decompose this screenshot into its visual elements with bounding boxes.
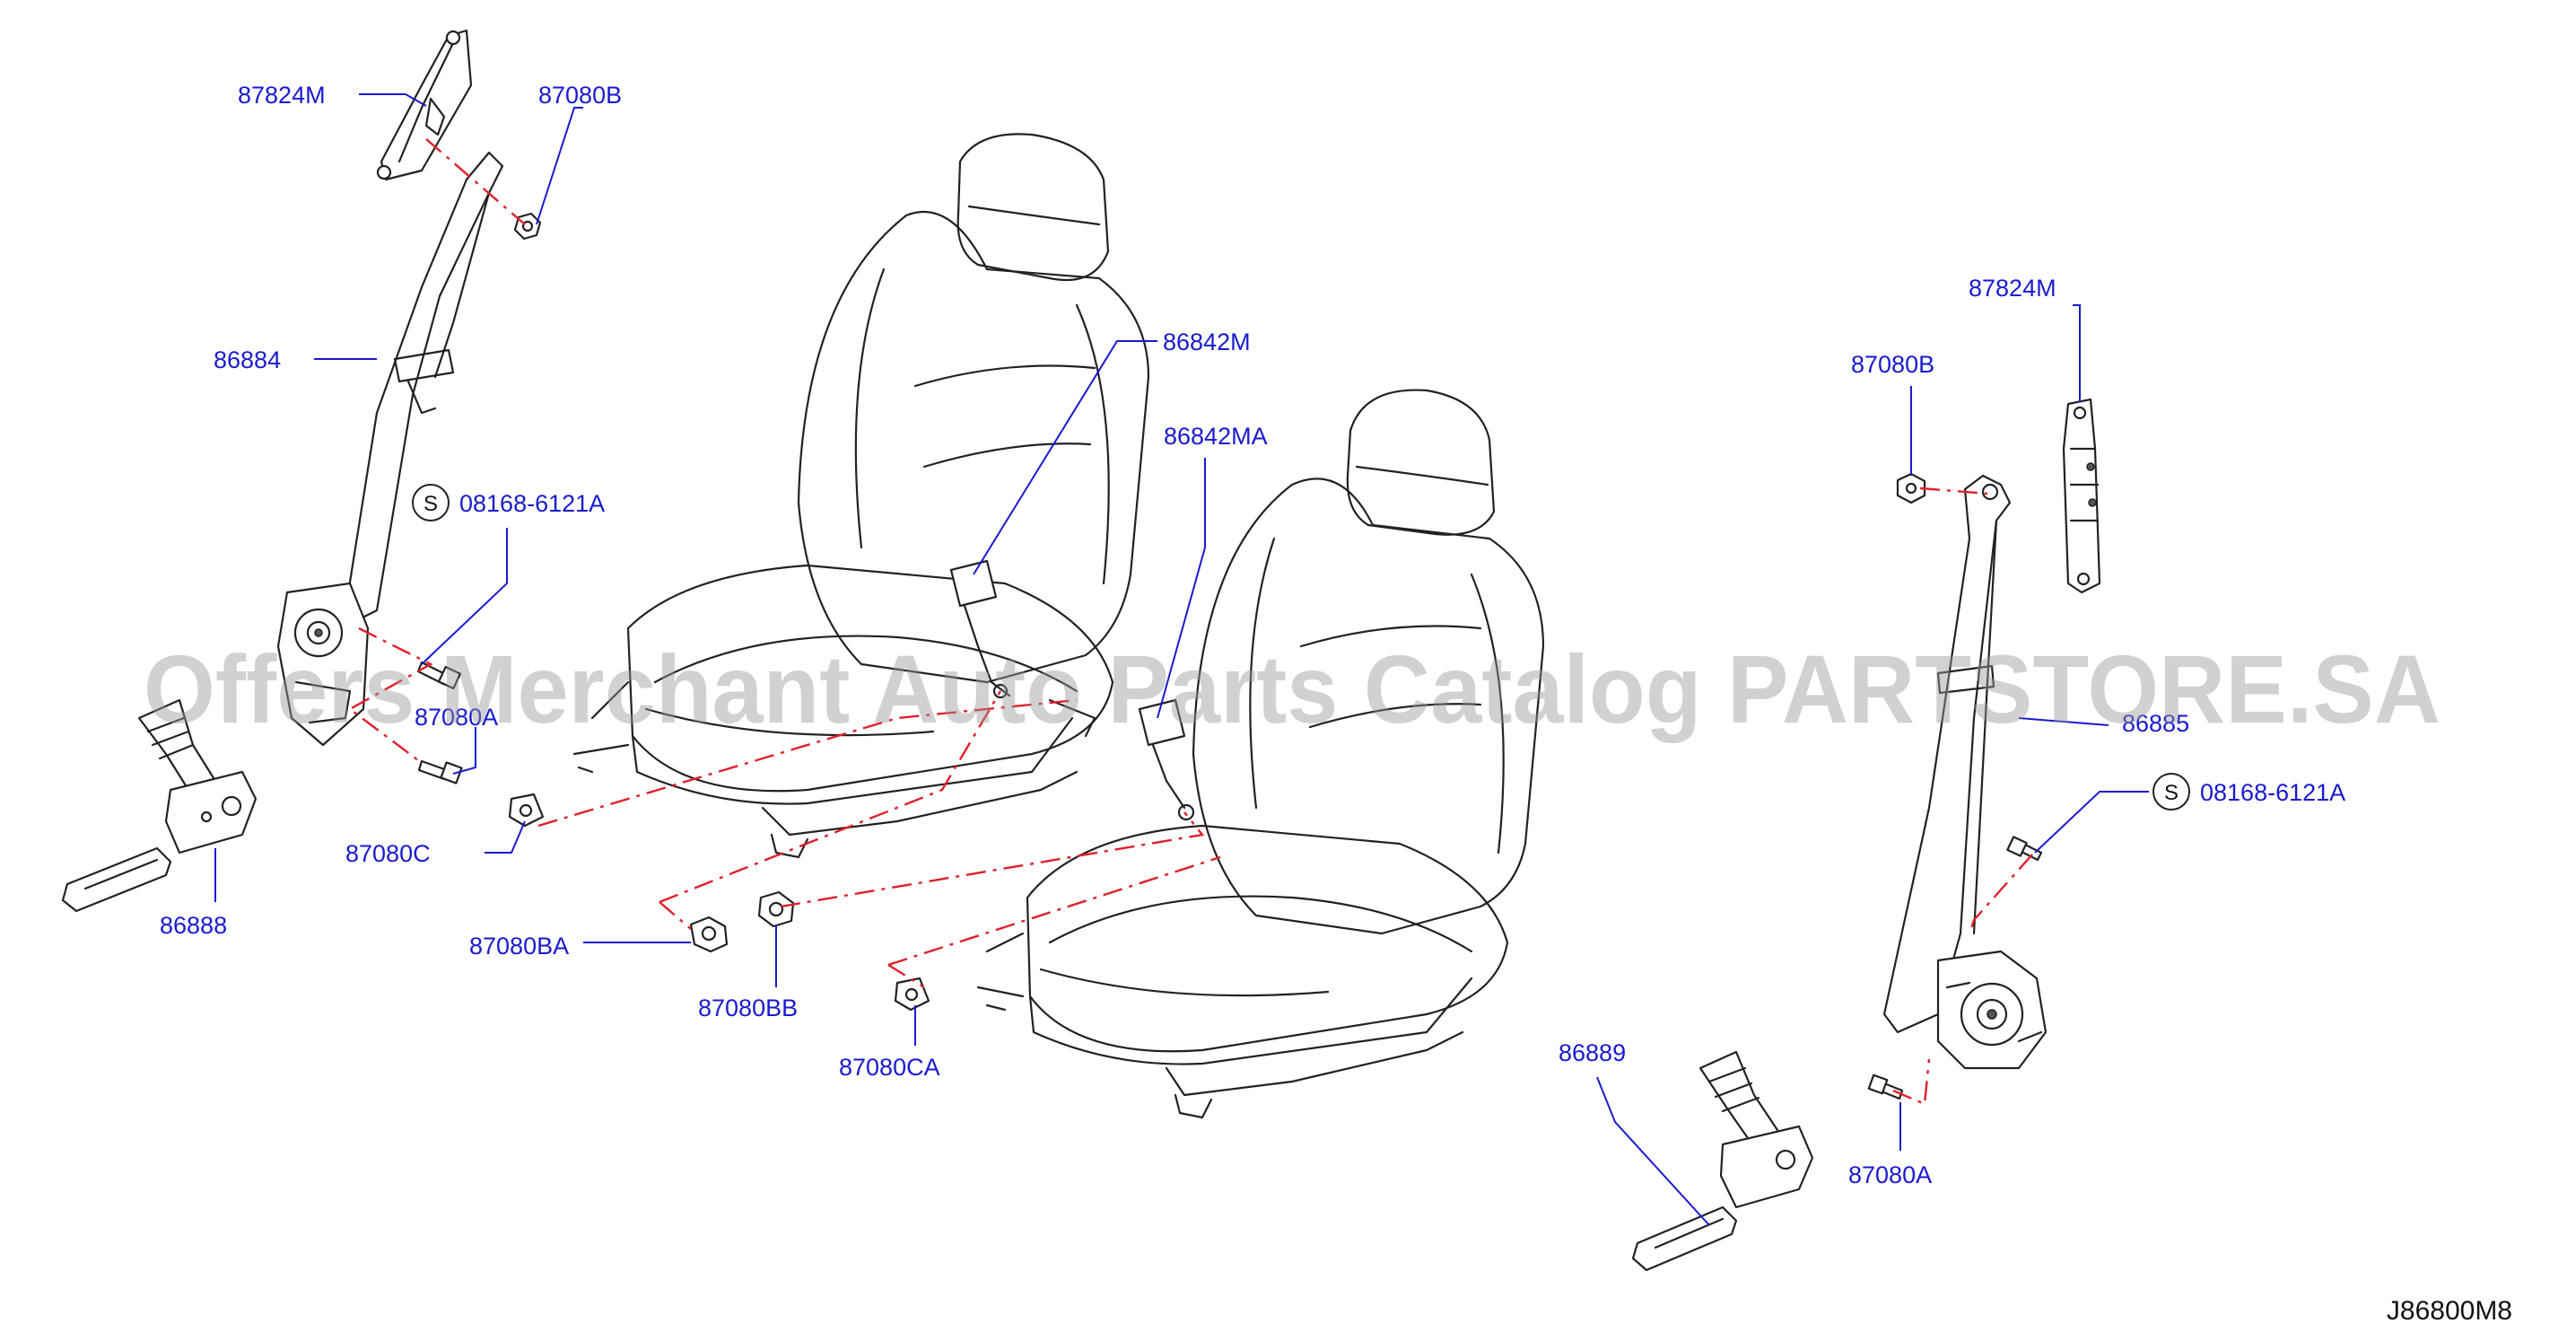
- retractor-left: [276, 582, 370, 747]
- callout-87080B-right[interactable]: 87080B: [1851, 351, 1934, 378]
- anchor-nut-right: [1896, 472, 1926, 504]
- callout-87080A-left[interactable]: 87080A: [415, 704, 498, 731]
- belt-webbing-right: [1882, 474, 2012, 1034]
- callout-86842M[interactable]: 86842M: [1163, 329, 1251, 355]
- svg-text:S: S: [2164, 781, 2179, 805]
- callout-87080BA[interactable]: 87080BA: [469, 933, 569, 960]
- seat-buckle-left: [949, 559, 1011, 699]
- diagram-reference: J86800M8: [2387, 1296, 2512, 1326]
- callout-86889[interactable]: 86889: [1559, 1039, 1626, 1066]
- callout-87080C[interactable]: 87080C: [345, 840, 431, 867]
- bolt-right-upper: [2006, 836, 2043, 862]
- callout-86884[interactable]: 86884: [214, 346, 281, 373]
- front-seat-left: [572, 133, 1150, 859]
- height-adjuster-right: [2062, 398, 2101, 594]
- watermark-text: Offers Merchant Auto Parts Catalog PARTS…: [144, 635, 2441, 743]
- assembly-links: [347, 138, 2033, 1106]
- nut-87080BA: [689, 916, 729, 953]
- height-adjuster-left: [376, 29, 473, 181]
- callout-08168-6121A-right[interactable]: 08168-6121A: [2200, 779, 2345, 806]
- buckle-stalk-left: [61, 698, 258, 913]
- seat-buckle-right: [1138, 698, 1195, 821]
- callout-87080CA[interactable]: 87080CA: [839, 1054, 940, 1081]
- left-seatbelt-assembly: [61, 29, 542, 913]
- buckle-stalk-right: [1631, 1050, 1814, 1272]
- callout-86842MA[interactable]: 86842MA: [1164, 423, 1268, 450]
- nut-87080BB: [757, 890, 795, 928]
- callout-86885[interactable]: 86885: [2122, 710, 2189, 737]
- washer-87080C: [508, 793, 545, 828]
- bolt-right-lower: [1867, 1073, 1904, 1100]
- washer-87080CA: [894, 977, 930, 1012]
- leader-lines: [214, 93, 2149, 1226]
- callout-87080BB[interactable]: 87080BB: [698, 995, 798, 1021]
- belt-webbing-left: [344, 151, 504, 621]
- callout-87080B-left[interactable]: 87080B: [538, 82, 622, 109]
- callout-86888[interactable]: 86888: [160, 912, 227, 939]
- anchor-nut-left: [513, 212, 542, 241]
- right-seatbelt-assembly: [1631, 398, 2101, 1272]
- retractor-right: [1936, 950, 2048, 1070]
- callout-87824M-left[interactable]: 87824M: [238, 82, 326, 109]
- callout-87824M-right[interactable]: 87824M: [1969, 275, 2056, 302]
- callout-87080A-right[interactable]: 87080A: [1848, 1161, 1932, 1188]
- callout-labels: 87824M 87080B 86884 08168-6121A 87080A 8…: [160, 82, 2345, 1188]
- service-mark-right: S: [2152, 773, 2190, 811]
- callout-08168-6121A-left[interactable]: 08168-6121A: [459, 490, 605, 517]
- service-mark-left: S: [412, 484, 450, 521]
- svg-text:S: S: [424, 492, 438, 516]
- front-seat-right: [976, 389, 1545, 1119]
- bolt-left-lower: [417, 759, 463, 784]
